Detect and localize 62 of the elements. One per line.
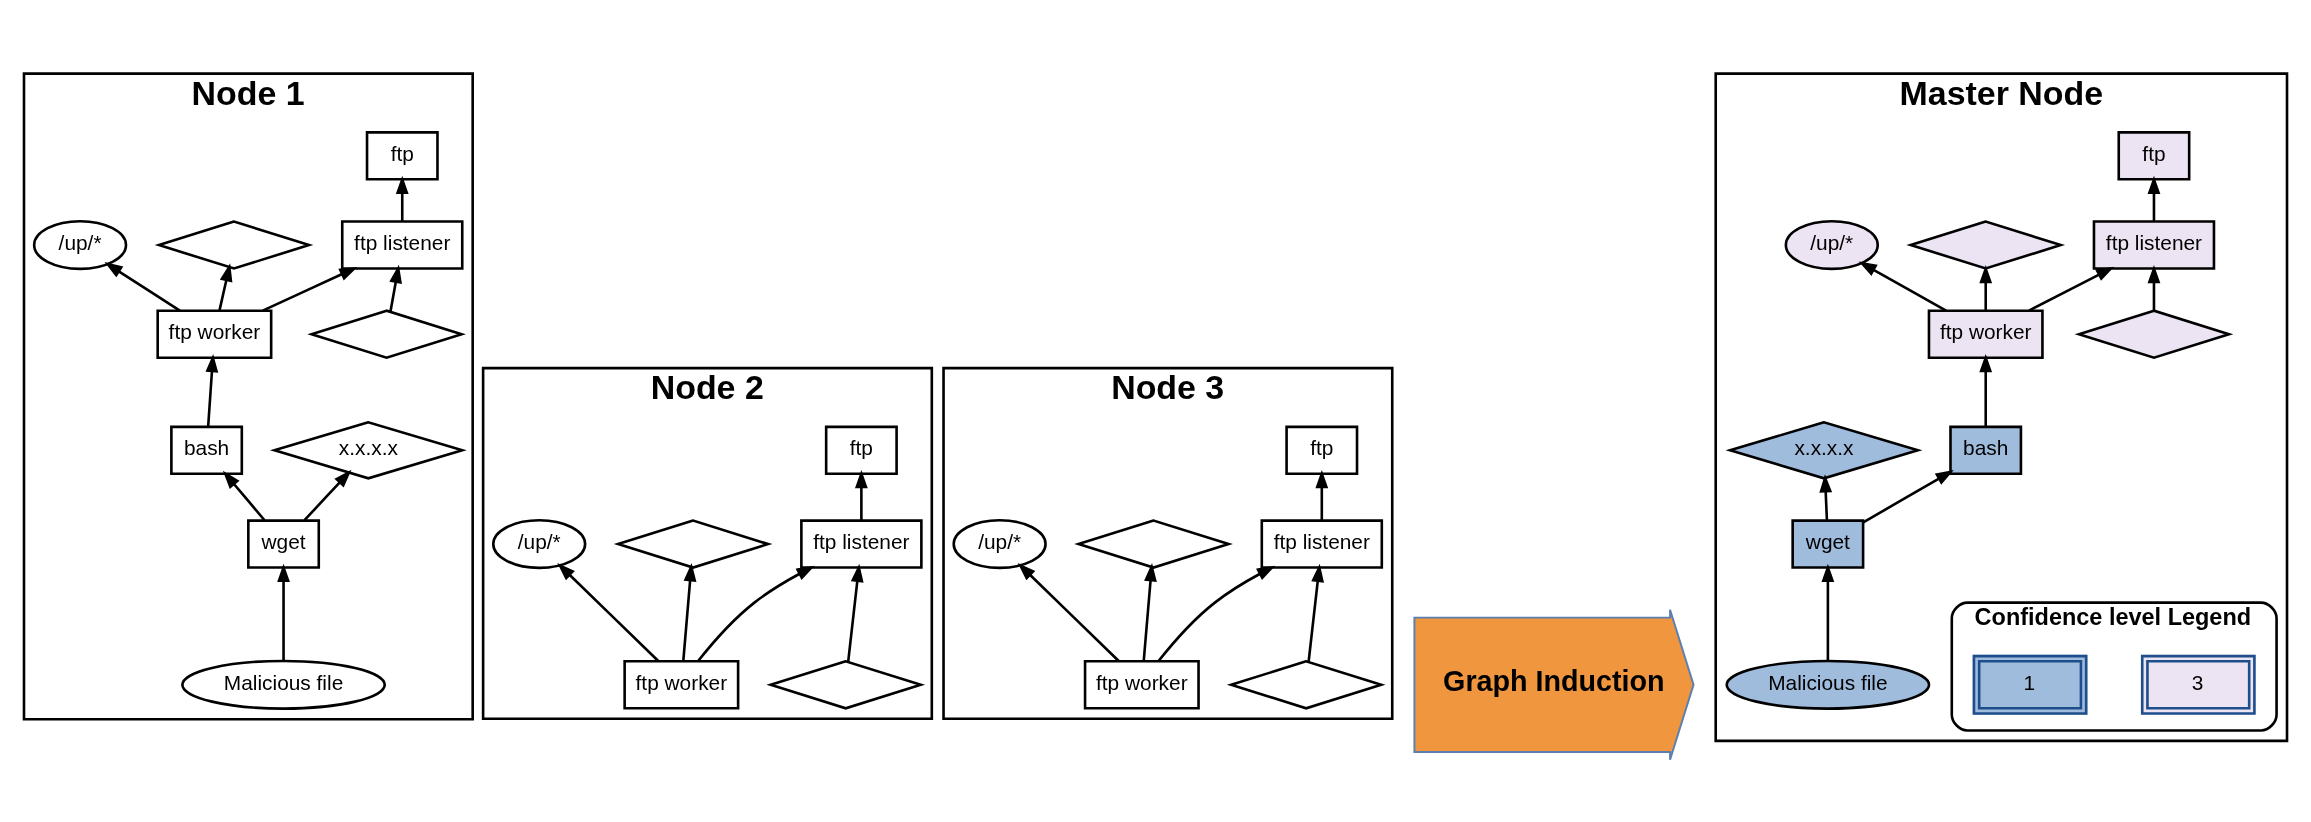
arrow — [1819, 473, 1833, 520]
arrow — [681, 562, 697, 661]
node-ellipse: /up/* — [32, 219, 128, 270]
arrow — [846, 563, 864, 662]
node-diamond: x.x.x.x — [1725, 420, 1923, 480]
arrow — [1979, 264, 1993, 311]
arrow — [696, 565, 815, 662]
node-diamond: x.x.x.x — [269, 420, 467, 480]
arrow — [1157, 565, 1276, 662]
node-box: ftp listener — [340, 219, 464, 270]
arrow — [1315, 469, 1329, 520]
arrow — [2147, 264, 2161, 311]
arrow — [218, 262, 233, 311]
arrow — [277, 563, 290, 661]
arrow — [1017, 562, 1120, 662]
arrow — [389, 264, 402, 312]
arrow — [262, 266, 358, 312]
arrow — [1862, 469, 1954, 523]
node-box: ftp worker — [156, 308, 273, 359]
node-diamond — [307, 308, 466, 359]
arrow — [395, 175, 409, 221]
node-diamond — [613, 518, 773, 569]
node-box: ftp worker — [1083, 659, 1200, 710]
node-box: ftp worker — [623, 659, 740, 710]
arrow — [1979, 353, 1993, 427]
arrow — [1858, 260, 1947, 312]
node-box: ftp — [2117, 130, 2191, 181]
node-ellipse: Malicious file — [181, 659, 387, 710]
legend-label: 3 — [2191, 670, 2204, 694]
node-diamond — [1074, 518, 1233, 569]
arrow — [1821, 563, 1835, 661]
node-diamond — [766, 659, 926, 710]
node-ellipse: /up/* — [952, 518, 1047, 569]
node-ellipse: /up/* — [491, 518, 587, 569]
arrow — [222, 470, 266, 521]
node-box: ftp — [365, 130, 439, 181]
node-box: ftp listener — [800, 518, 923, 569]
node-box: ftp — [1285, 425, 1359, 475]
node-box: bash — [1949, 425, 2023, 475]
node-box: bash — [170, 425, 244, 475]
node-box: ftp listener — [1260, 518, 1384, 569]
node-box: ftp listener — [2092, 219, 2216, 270]
node-box: wget — [247, 518, 321, 569]
node-diamond — [1906, 219, 2066, 270]
node-ellipse: /up/* — [1784, 219, 1880, 270]
legend-label: 1 — [2023, 670, 2036, 694]
node-box: ftp — [824, 425, 898, 475]
node-ellipse: Malicious file — [1725, 659, 1931, 710]
arrow — [1307, 563, 1325, 662]
arrow — [205, 353, 219, 427]
node-box: ftp worker — [1927, 308, 2044, 359]
arrow — [303, 469, 352, 521]
node-diamond — [1226, 659, 1386, 710]
arrow — [2147, 175, 2161, 221]
arrow — [1142, 562, 1157, 661]
node-diamond — [154, 219, 314, 270]
node-box: wget — [1791, 518, 1865, 569]
node-diamond — [2074, 308, 2234, 359]
arrow — [854, 469, 868, 520]
arrow — [2028, 266, 2115, 312]
arrow — [104, 261, 181, 312]
arrow — [557, 562, 660, 662]
